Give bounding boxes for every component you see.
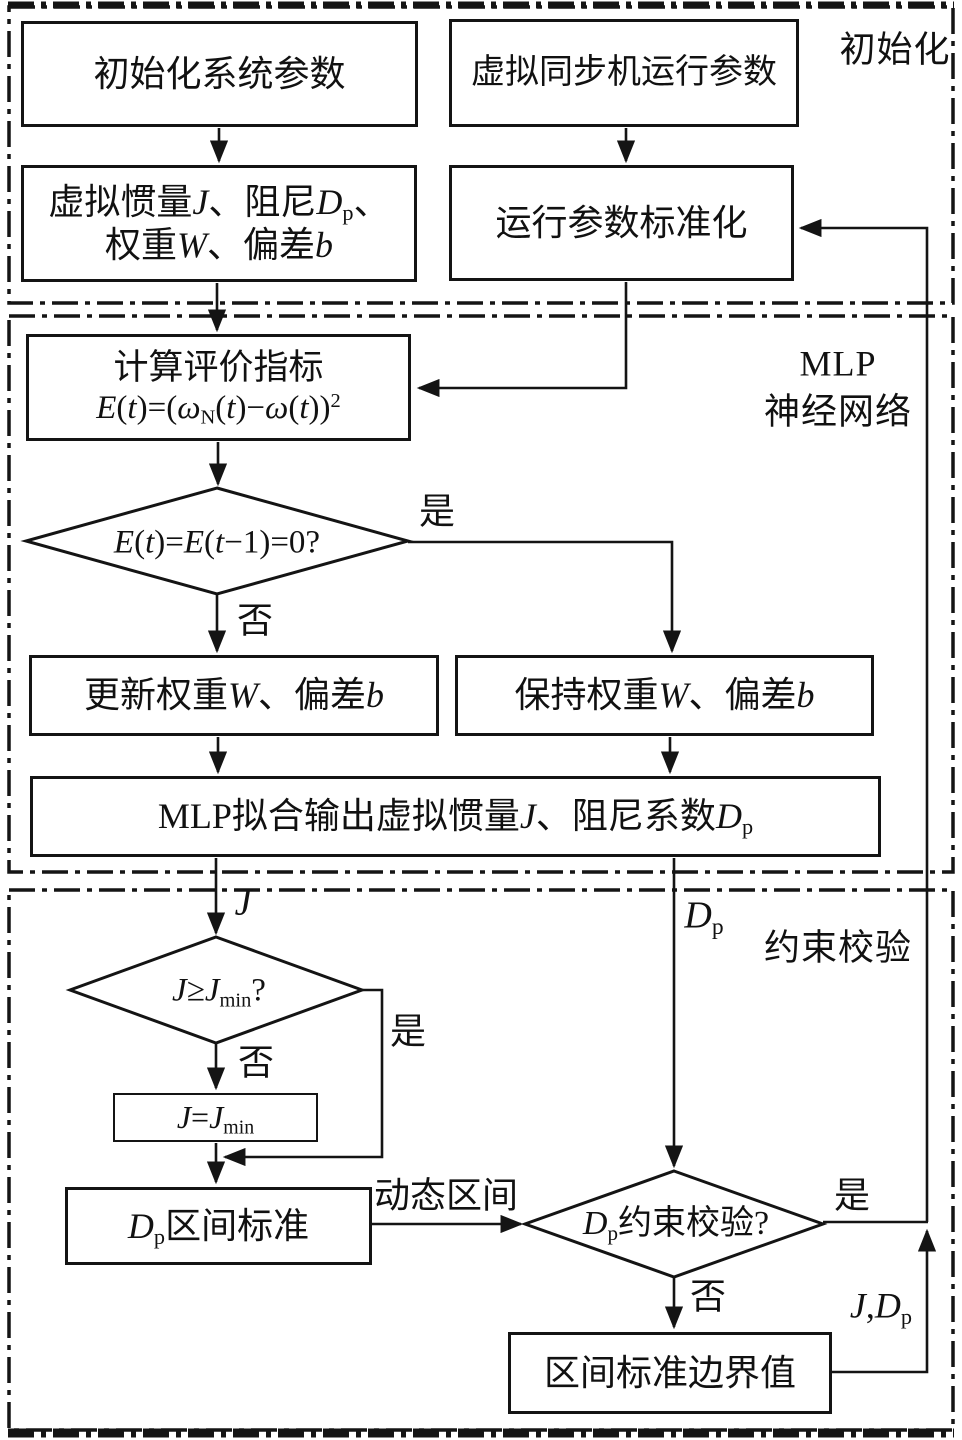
arrow-jcheck-yes-bypass: [222, 988, 384, 1167]
box-keep-weights-label: 保持权重W、偏差b: [514, 675, 815, 716]
box-eval-index-formula: E(t)=(ωN(t)−ω(t))2: [96, 389, 341, 429]
box-boundary: 区间标准边界值: [508, 1332, 832, 1414]
diamond-j-check: [65, 935, 367, 1045]
box-j-assign: J=Jmin: [113, 1093, 318, 1142]
errorcheck-yes-label: 是: [418, 491, 456, 532]
feedback-line-to-normalize: [798, 218, 929, 1222]
box-dp-interval-label: Dp区间标准: [127, 1205, 310, 1249]
diamond-error-check-label: E(t)=E(t−1)=0?: [113, 524, 321, 561]
box-keep-weights: 保持权重W、偏差b: [455, 655, 874, 736]
section-init-label: 初始化: [839, 29, 951, 70]
box-init-system-params-label: 初始化系统参数: [93, 53, 346, 94]
jcheck-yes-label: 是: [389, 1011, 427, 1052]
arrow-normalize-to-eval: [416, 282, 628, 398]
edge-label-dp: Dp: [684, 894, 724, 940]
box-init-system-params: 初始化系统参数: [21, 21, 418, 127]
box-init-values-line2: 权重W、偏差b: [104, 224, 334, 265]
box-update-weights: 更新权重W、偏差b: [29, 655, 439, 736]
section-mlp-label: MLP 神经网络: [764, 340, 912, 435]
section-constraint-label: 约束校验: [763, 927, 913, 968]
box-eval-index-line1: 计算评价指标: [113, 348, 324, 388]
section-mlp-border: [7, 314, 955, 874]
jcheck-no-label: 否: [237, 1042, 275, 1083]
box-normalize-label: 运行参数标准化: [495, 202, 748, 243]
box-normalize: 运行参数标准化: [449, 165, 794, 281]
box-mlp-output-label: MLP拟合输出虚拟惯量J、阻尼系数Dp: [157, 796, 754, 840]
box-dp-interval: Dp区间标准: [65, 1187, 372, 1265]
section-mlp-label-line2: 神经网络: [763, 391, 913, 431]
dpcheck-yes-label: 是: [833, 1175, 871, 1216]
box-eval-index: 计算评价指标 E(t)=(ωN(t)−ω(t))2: [26, 334, 411, 441]
box-init-values: 虚拟惯量J、阻尼Dp、 权重W、偏差b: [21, 165, 417, 282]
edge-label-jdp: J,Dp: [849, 1285, 913, 1329]
box-j-assign-label: J=Jmin: [176, 1098, 255, 1139]
diamond-j-check-label: J≥Jmin?: [172, 972, 266, 1012]
box-vsg-run-params-label: 虚拟同步机运行参数: [471, 53, 777, 91]
box-init-values-line1: 虚拟惯量J、阻尼Dp、: [48, 182, 390, 226]
arrow-boundary-to-feedback: [832, 1228, 937, 1374]
dpcheck-no-label: 否: [689, 1276, 727, 1317]
box-update-weights-label: 更新权重W、偏差b: [83, 675, 385, 716]
box-vsg-run-params: 虚拟同步机运行参数: [449, 19, 799, 127]
diamond-dp-check-label: Dp约束校验?: [582, 1204, 770, 1245]
arrow-errorcheck-yes-to-keep: [408, 540, 682, 654]
diamond-error-check: [20, 486, 414, 596]
errorcheck-no-label: 否: [236, 600, 274, 641]
edge-label-j: J: [234, 881, 252, 924]
edge-label-dynamic-interval: 动态区间: [373, 1175, 519, 1216]
box-mlp-output: MLP拟合输出虚拟惯量J、阻尼系数Dp: [30, 776, 881, 857]
diamond-dp-check: [520, 1169, 828, 1279]
section-mlp-label-line1: MLP: [799, 343, 877, 384]
box-boundary-label: 区间标准边界值: [543, 1352, 796, 1393]
